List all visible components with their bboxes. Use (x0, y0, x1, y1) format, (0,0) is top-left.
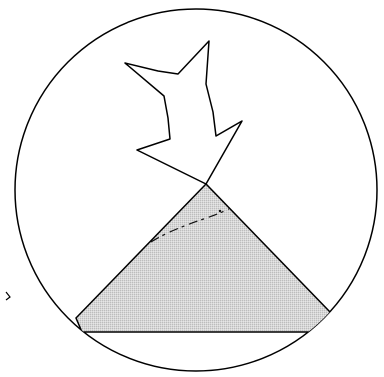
small-mark-dot (219, 210, 221, 212)
left-edge-tick (6, 292, 10, 300)
